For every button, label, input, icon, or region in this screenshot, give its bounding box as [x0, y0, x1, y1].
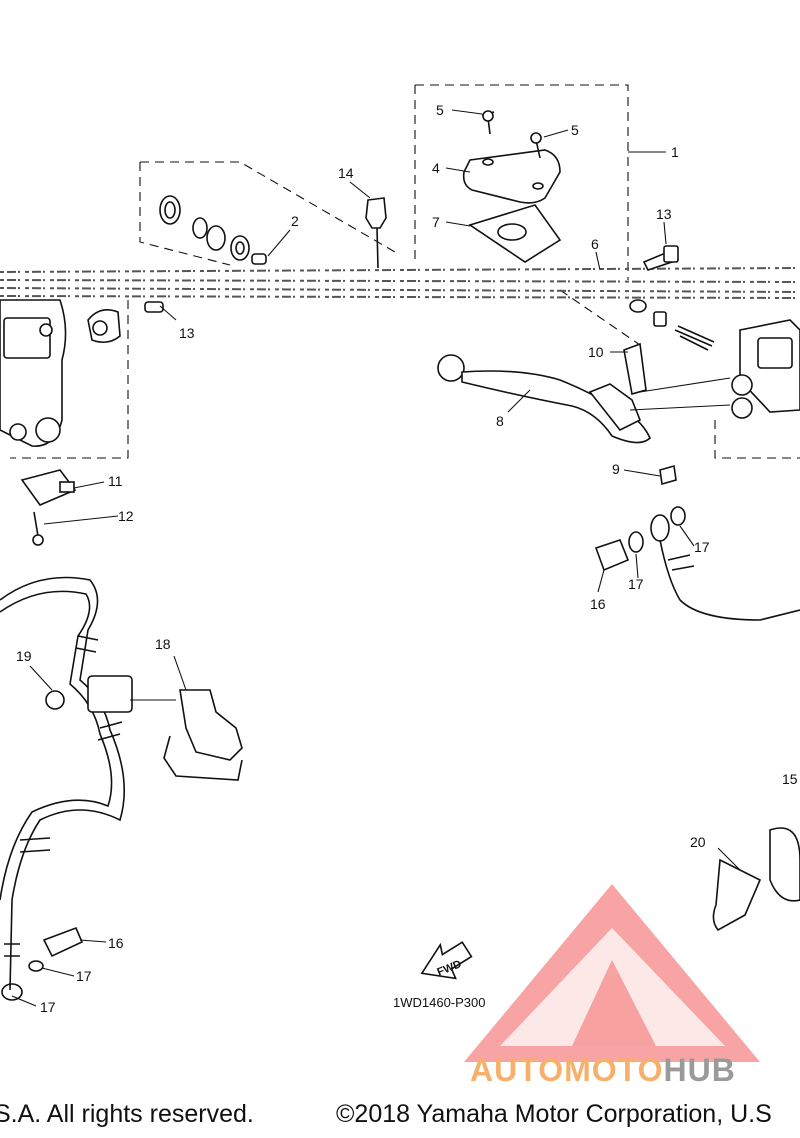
- cap-diaphragm: [468, 204, 562, 263]
- callout-1: 1: [671, 144, 679, 160]
- callout-16-left: 16: [108, 935, 124, 951]
- hose-clamp-20: [712, 827, 800, 932]
- automotohub-logo: [464, 884, 760, 1062]
- left-master-cylinder: [0, 299, 164, 447]
- callout-17-a: 17: [628, 576, 644, 592]
- piston-kit-parts: [159, 195, 387, 269]
- watermark-part-a: AUTOMOTO: [470, 1052, 664, 1088]
- copyright-left: S.A. All rights reserved.: [0, 1100, 254, 1128]
- brake-hose-left: [0, 576, 125, 991]
- callout-14: 14: [338, 165, 354, 181]
- watermark-text: AUTOMOTOHUB: [470, 1052, 736, 1089]
- right-master-cylinder: [623, 299, 800, 486]
- callout-4: 4: [432, 160, 440, 176]
- callout-8: 8: [496, 413, 504, 429]
- callout-16-right: 16: [590, 596, 606, 612]
- scan-noise-band: [0, 267, 800, 299]
- banjo-fittings: [1, 506, 800, 1001]
- callout-17-d: 17: [40, 999, 56, 1015]
- callout-5-right: 5: [571, 122, 579, 138]
- callout-13-right: 13: [656, 206, 672, 222]
- callout-12: 12: [118, 508, 134, 524]
- callout-20: 20: [690, 834, 706, 850]
- hose-bracket-18: [45, 675, 243, 781]
- callout-15: 15: [782, 771, 798, 787]
- master-cylinder-cap-parts: [462, 110, 679, 271]
- leader-lines: [11, 109, 741, 1007]
- brake-lever: [437, 354, 651, 444]
- assembly-group-outlines: [10, 84, 800, 459]
- callout-labels: 1 2 4 5 5 6 7 8 9 10 11 12 13 13 14 15 1…: [16, 102, 798, 1015]
- callout-2: 2: [291, 213, 299, 229]
- fwd-arrow-icon: [420, 941, 473, 980]
- callout-10: 10: [588, 344, 604, 360]
- dust-boot-14: [365, 197, 387, 229]
- callout-18: 18: [155, 636, 171, 652]
- drawing-code: 1WD1460-P300: [393, 995, 486, 1010]
- callout-11: 11: [108, 473, 123, 489]
- callout-17-c: 17: [76, 968, 92, 984]
- brake-light-switch: [20, 469, 77, 546]
- callout-17-b: 17: [694, 539, 710, 555]
- callout-5-left: 5: [436, 102, 444, 118]
- copyright-right: ©2018 Yamaha Motor Corporation, U.S: [336, 1100, 772, 1128]
- callout-19: 19: [16, 648, 32, 664]
- callout-13-left: 13: [179, 325, 195, 341]
- watermark-part-b: HUB: [663, 1052, 736, 1088]
- reservoir-cap: [462, 149, 561, 204]
- callout-7: 7: [432, 214, 440, 230]
- callout-6: 6: [591, 236, 599, 252]
- callout-9: 9: [612, 461, 620, 477]
